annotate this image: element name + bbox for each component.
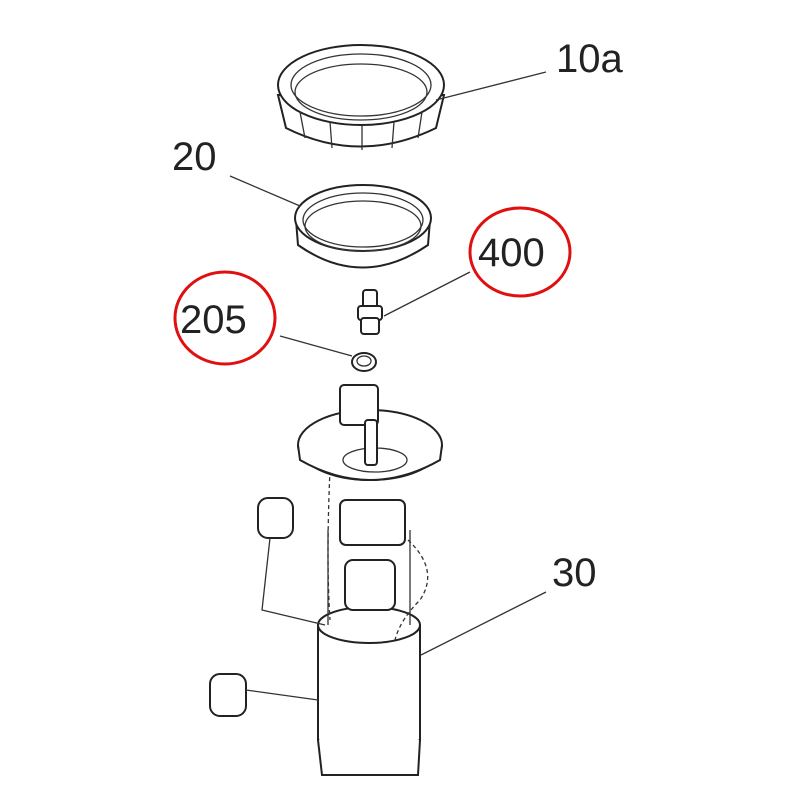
part-lock-ring-10a bbox=[276, 44, 446, 150]
part-fitting-400 bbox=[357, 289, 383, 335]
part-clip-205 bbox=[351, 352, 377, 372]
label-10a: 10a bbox=[556, 37, 623, 81]
label-400: 400 bbox=[478, 231, 545, 275]
leader-line-400 bbox=[383, 271, 471, 317]
leader-line-10a bbox=[435, 71, 547, 101]
highlight-circle-400 bbox=[468, 206, 572, 298]
label-30: 30 bbox=[552, 551, 597, 595]
part-seal-20 bbox=[294, 184, 432, 269]
leader-line-30 bbox=[420, 591, 547, 656]
highlight-circle-205 bbox=[173, 270, 277, 366]
label-20: 20 bbox=[172, 135, 217, 179]
leader-line-20 bbox=[229, 175, 301, 207]
leader-line-205 bbox=[279, 335, 353, 357]
part-pump-module-30 bbox=[209, 384, 443, 776]
label-205: 205 bbox=[180, 298, 247, 342]
